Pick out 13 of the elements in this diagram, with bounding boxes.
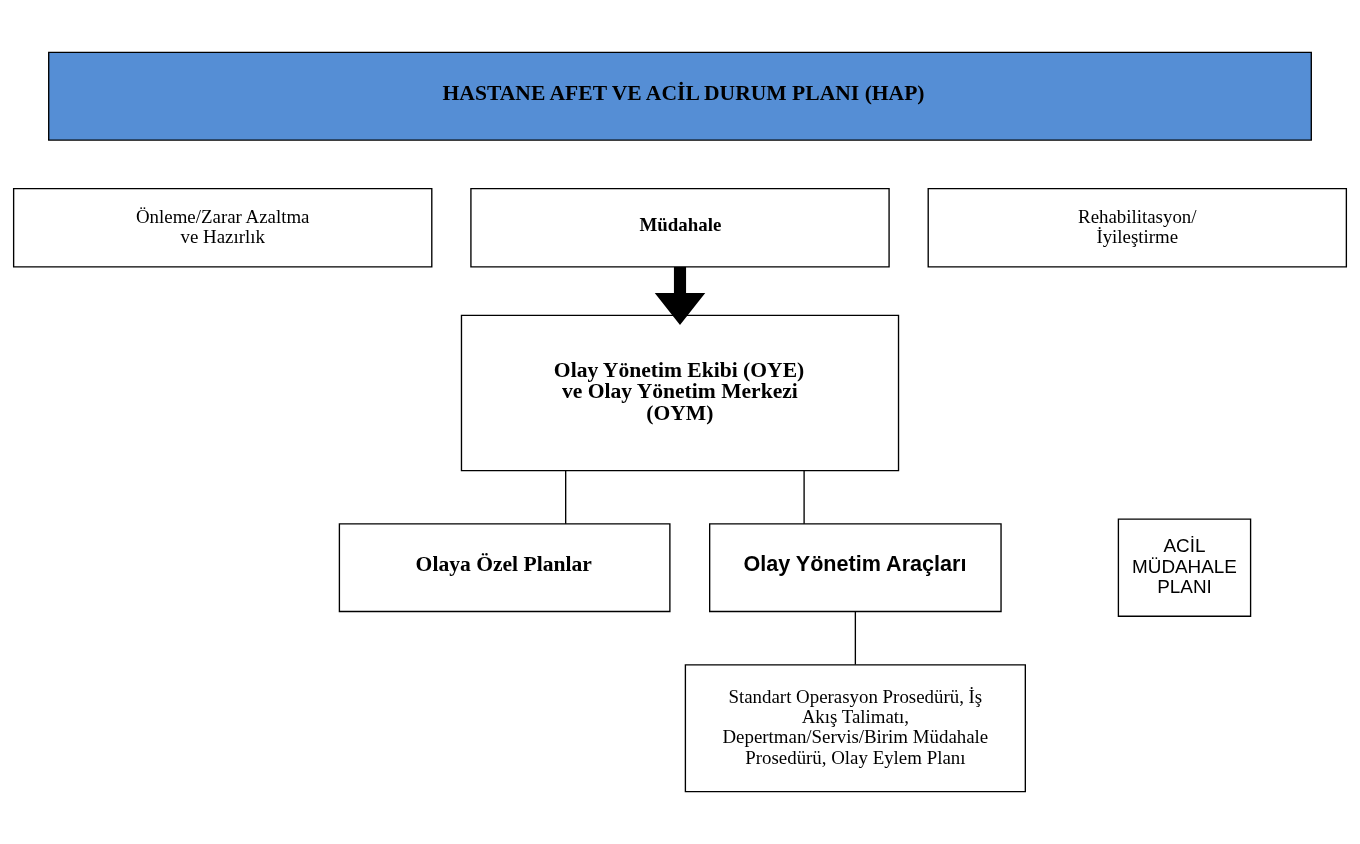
node-box: ACİL MÜDAHALE PLANI (1117, 518, 1252, 617)
connector (854, 610, 857, 666)
connector (803, 469, 805, 525)
node-box: Önleme/Zarar Azaltma ve Hazırlık (12, 187, 433, 268)
node-box: HASTANE AFET VE ACİL DURUM PLANI (HAP) (48, 51, 1312, 141)
node-box: Olaya Özel Planlar (338, 523, 671, 613)
node-box: Müdahale (470, 187, 890, 268)
node-box: Olay Yönetim Ekibi (OYE) ve Olay Yönetim Merkezi (OYM) (460, 314, 900, 472)
arrow (654, 266, 706, 325)
connector (565, 469, 567, 525)
node-box: Standart Operasyon Prosedürü, İş Akış Talimatı, Depertman/Servis/Birim Müdahale Prosedürü, Olay Eylem Planı (684, 664, 1026, 793)
node-box: Olay Yönetim Araçları (709, 523, 1002, 613)
node-box: Rehabilitasyon/ İyileştirme (927, 187, 1348, 268)
